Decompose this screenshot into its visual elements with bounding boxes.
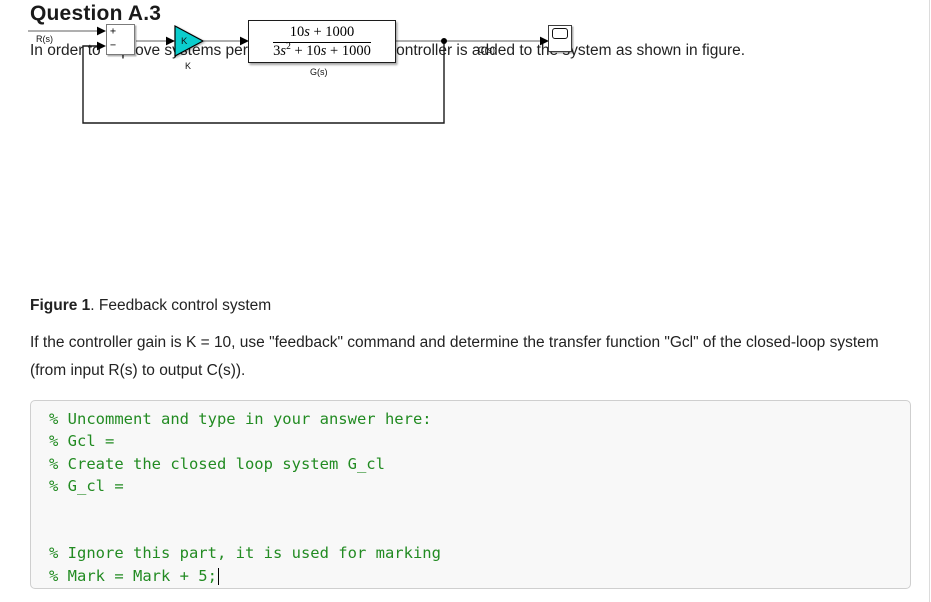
sum-minus-sign: − [110, 40, 117, 51]
arrowheads [97, 26, 549, 51]
gain-label: K [185, 61, 192, 71]
gain-block [174, 25, 205, 58]
output-signal-label: C(s) [478, 45, 495, 55]
transfer-function-fraction: 10s + 1000 3s2 + 10s + 1000 [273, 24, 371, 60]
scope-screen-icon [552, 28, 568, 39]
block-diagram: R(s) + − K K 10s + 1000 3s2 + 10s + 1000… [0, 0, 931, 135]
gain-triangle [174, 25, 205, 58]
tf-numerator: 10s + 1000 [273, 24, 371, 43]
input-signal-label: R(s) [36, 34, 53, 44]
sum-block: + − [106, 24, 135, 55]
code-line: % Ignore this part, it is used for marki… [49, 544, 441, 563]
text-cursor [217, 567, 220, 585]
branch-dot [441, 38, 447, 44]
code-line: % G_cl = [49, 477, 124, 496]
code-line: % Gcl = [49, 432, 115, 451]
gain-symbol: K [181, 36, 188, 47]
code-line [49, 520, 896, 542]
figure-caption-number: Figure 1 [30, 297, 91, 314]
scope-block [548, 25, 572, 52]
code-line: % Uncomment and type in your answer here… [49, 410, 432, 428]
figure-caption-text: . Feedback control system [90, 297, 272, 314]
signal-wires [28, 30, 542, 42]
figure-caption: Figure 1. Feedback control system [30, 297, 271, 315]
transfer-function-block: 10s + 1000 3s2 + 10s + 1000 [248, 20, 396, 63]
transfer-function-label: G(s) [310, 67, 328, 77]
feedback-wire [82, 41, 445, 124]
diagram-wires [28, 26, 549, 124]
sum-plus-sign: + [110, 26, 117, 37]
code-line: % Create the closed loop system G_cl [49, 454, 385, 473]
instruction-text: If the controller gain is K = 10, use "f… [30, 334, 879, 379]
tf-denominator: 3s2 + 10s + 1000 [273, 41, 371, 59]
panel-divider [929, 0, 930, 602]
code-editor[interactable]: % Uncomment and type in your answer here… [30, 400, 911, 589]
code-line: % Mark = Mark + 5; [49, 565, 896, 587]
page-title: Question A.3 [30, 2, 162, 25]
code-line [49, 498, 896, 520]
